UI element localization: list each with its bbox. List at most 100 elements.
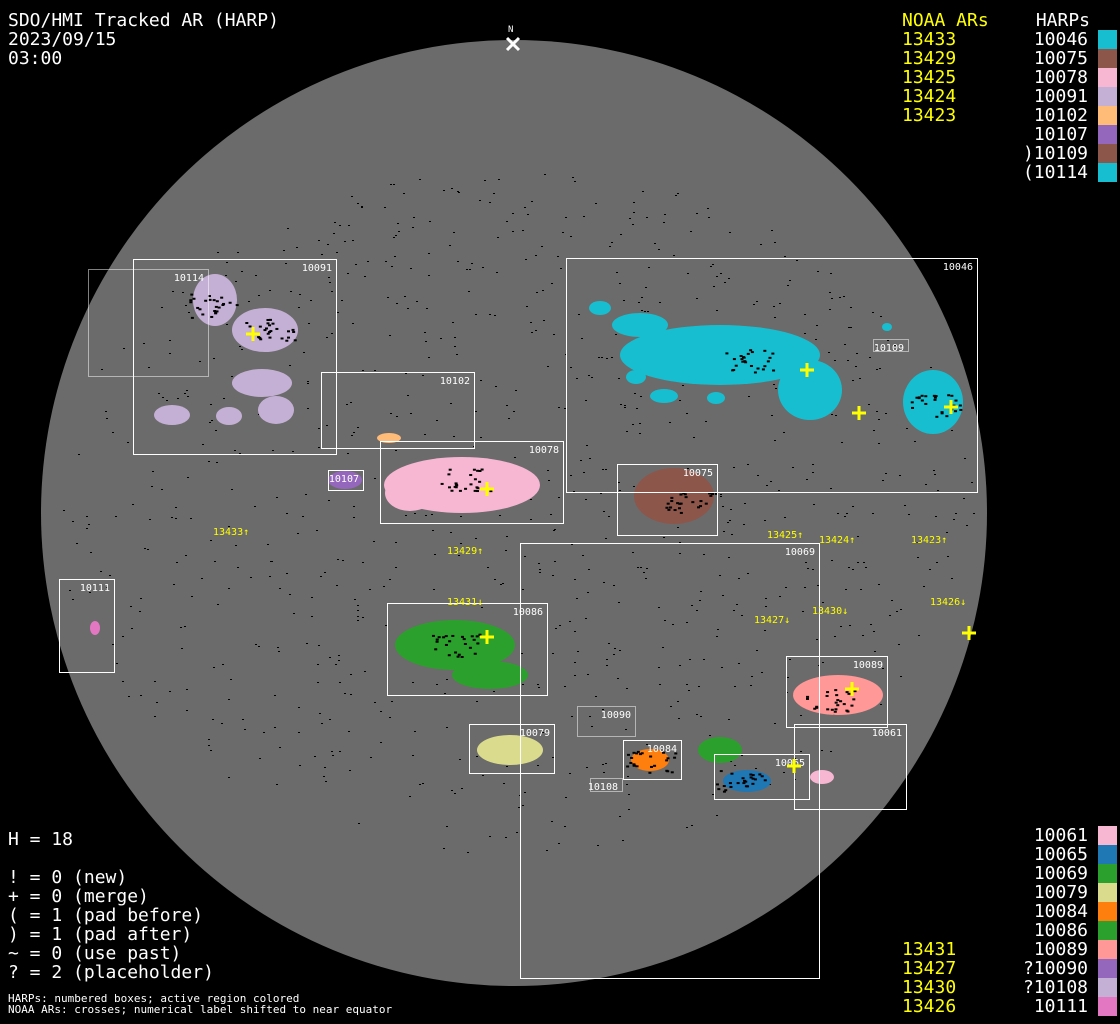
page-title: SDO/HMI Tracked AR (HARP) (8, 10, 279, 31)
noaa-number: 13423 (902, 105, 957, 126)
noaa-label: 13433↑ (213, 527, 249, 538)
noaa-label: 13423↑ (911, 535, 947, 546)
harp-number: 10065 (1033, 844, 1088, 865)
active-region-patch (154, 405, 190, 425)
legend-row: (10114 (890, 163, 1120, 182)
harp-box (714, 754, 810, 800)
active-region-patch (258, 396, 294, 424)
legend-row: 13431 10089 (890, 940, 1120, 959)
flag-line: ? = 2 (placeholder) (8, 962, 214, 983)
active-region-patch (634, 468, 714, 524)
date: 2023/09/15 (8, 29, 117, 50)
harp-box (786, 656, 888, 728)
noaa-cross-icon (480, 482, 494, 496)
harp-box-label: 10084 (647, 744, 677, 755)
legend-row: 10084 (890, 902, 1120, 921)
legend-top: NOAA ARs HARPs 13433 10046 13429 10075 1… (890, 11, 1120, 182)
noaa-number: 13431 (902, 939, 957, 960)
harp-box (380, 441, 564, 524)
noaa-label: 13430↓ (812, 606, 848, 617)
noaa-number: 13430 (902, 977, 957, 998)
solar-disk (41, 40, 987, 986)
harp-box-label: 10069 (785, 547, 815, 558)
harp-number: 10089 (1033, 939, 1088, 960)
noaa-label: 13431↓ (447, 597, 483, 608)
harp-box (328, 470, 364, 491)
legend-row: 13429 10075 (890, 49, 1120, 68)
active-region-patch (707, 392, 725, 404)
noaa-crosses (246, 327, 976, 773)
legend-row: 10069 (890, 864, 1120, 883)
active-region-patch (612, 313, 668, 337)
legend-row: 10086 (890, 921, 1120, 940)
legend-row: 13433 10046 (890, 30, 1120, 49)
color-swatch (1098, 921, 1117, 940)
harp-box-label: 10086 (513, 607, 543, 618)
active-region-patch (216, 407, 242, 425)
note-harps: HARPs: numbered boxes; active region col… (8, 992, 300, 1005)
color-swatch (1098, 106, 1117, 125)
active-region-patch (90, 621, 100, 635)
color-swatch (1098, 845, 1117, 864)
color-swatch (1098, 940, 1117, 959)
flag-line: ! = 0 (new) (8, 867, 128, 888)
harp-number: 10061 (1033, 825, 1088, 846)
harp-box-label: 10046 (943, 262, 973, 273)
active-region-patch (452, 661, 528, 689)
legend-row: )10109 (890, 144, 1120, 163)
legend-row: 10061 (890, 826, 1120, 845)
harp-number: 10086 (1033, 920, 1088, 941)
harp-box-label: 10111 (80, 583, 110, 594)
harp-number: 10075 (1033, 48, 1088, 69)
noaa-cross-icon (800, 363, 814, 377)
active-region-patch (810, 770, 834, 784)
active-region-patch (903, 370, 963, 434)
active-region-patch (477, 735, 543, 765)
color-swatch (1098, 864, 1117, 883)
harp-box (387, 603, 548, 696)
color-swatch (1098, 826, 1117, 845)
noaa-labels: 13433↑13429↑13425↑13424↑13423↑13431↓1342… (213, 527, 966, 626)
harp-box-label: 10061 (872, 728, 902, 739)
status-flags: ! = 0 (new)+ = 0 (merge)( = 1 (pad befor… (8, 868, 214, 982)
harp-boxes: 1009110114101021007810107100461010910075… (59, 258, 978, 979)
noaa-number: 13429 (902, 48, 957, 69)
harp-number: 10079 (1033, 882, 1088, 903)
harp-number: (10114 (1022, 162, 1088, 183)
harp-box (873, 339, 909, 352)
legend-row: 10079 (890, 883, 1120, 902)
legend-row: 13424 10091 (890, 87, 1120, 106)
active-region-patch (778, 360, 842, 420)
harp-box-label: 10091 (302, 263, 332, 274)
noaa-label: 13424↑ (819, 535, 855, 546)
noaa-number: 13427 (902, 958, 957, 979)
harp-box-label: 10114 (174, 273, 204, 284)
flag-line: + = 0 (merge) (8, 886, 149, 907)
harp-number: 10111 (1033, 996, 1088, 1017)
active-region-patch (620, 325, 820, 385)
legend-row: 10065 (890, 845, 1120, 864)
harp-count: H = 18 (8, 829, 74, 850)
harp-number: 10069 (1033, 863, 1088, 884)
harp-box-label: 10078 (529, 445, 559, 456)
color-swatch (1098, 49, 1117, 68)
harp-box (617, 464, 718, 536)
harp-header: HARPs (1035, 10, 1090, 31)
note-noaa: NOAA ARs: crosses; numerical label shift… (8, 1003, 393, 1016)
active-region-patch (395, 620, 515, 670)
harp-box-label: 10079 (520, 728, 550, 739)
legend-bottom: 10061 10065 10069 10079 10084 10086 1343… (890, 826, 1120, 1016)
active-region-patch (882, 323, 892, 331)
harp-box (133, 259, 337, 455)
harp-box (321, 372, 475, 449)
harp-number: 10078 (1033, 67, 1088, 88)
harp-box (566, 258, 978, 493)
color-swatch (1098, 144, 1117, 163)
harp-box-label: 10108 (588, 782, 618, 793)
harp-number: 10102 (1033, 105, 1088, 126)
noaa-header: NOAA ARs (902, 10, 989, 31)
color-swatch (1098, 959, 1117, 978)
harp-number: ?10108 (1022, 977, 1088, 998)
active-region-patch (626, 370, 646, 384)
